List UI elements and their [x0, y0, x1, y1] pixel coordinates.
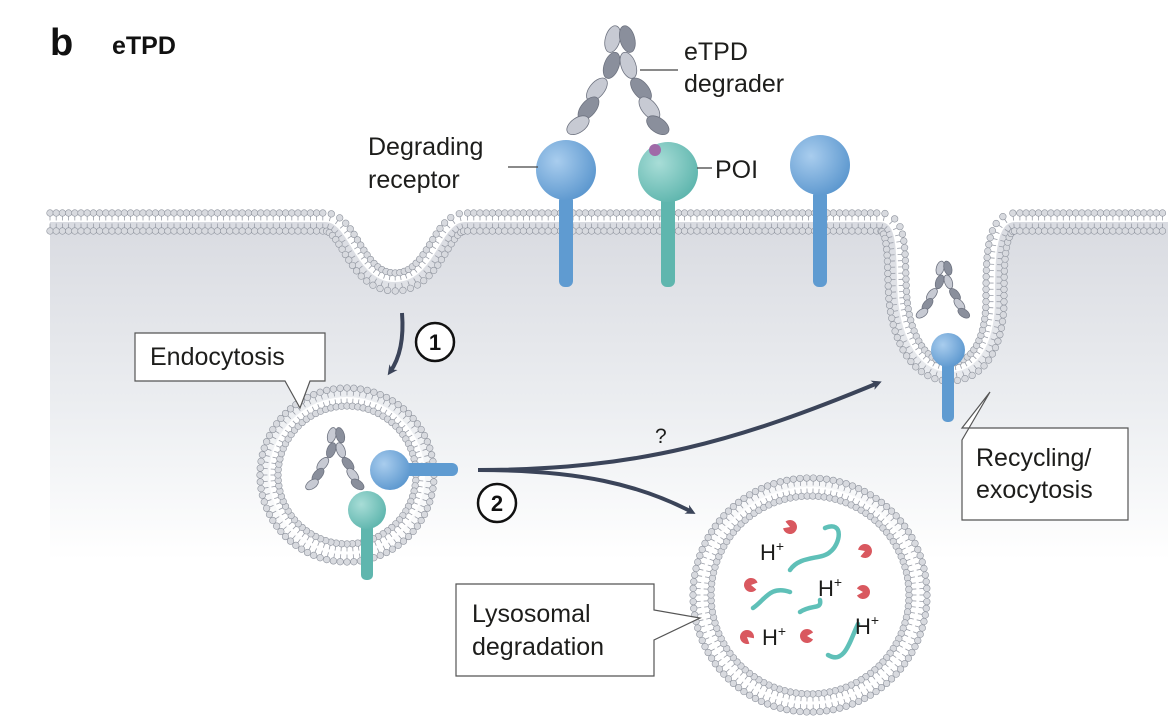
- endosome-poi: [348, 491, 386, 580]
- etpd-degrader-antibody: [566, 25, 670, 136]
- endocytosis-arrow: [387, 312, 405, 376]
- recycling-label-line1: Recycling/: [976, 444, 1091, 472]
- degrader-label-line2: degrader: [684, 70, 784, 98]
- recycling-callout: Recycling/ exocytosis: [960, 391, 1129, 521]
- proton-1: H+: [760, 538, 784, 565]
- lysosomal-label-line1: Lysosomal: [472, 600, 591, 628]
- step-1-marker: 1: [414, 321, 456, 363]
- lysosome-membrane: [689, 474, 931, 716]
- unknown-pathway-label: ?: [655, 425, 667, 448]
- degrader-label-line1: eTPD: [684, 38, 748, 66]
- receptor-label-line1: Degrading: [368, 133, 483, 161]
- svg-text:2: 2: [491, 491, 503, 516]
- endosome: [256, 384, 438, 566]
- svg-text:1: 1: [429, 330, 441, 355]
- free-receptor: [790, 135, 850, 287]
- proton-4: H+: [855, 612, 879, 639]
- lysosomal-label-line2: degradation: [472, 633, 604, 661]
- plasma-membrane: [46, 209, 1167, 385]
- degradation-arrow: [477, 468, 696, 514]
- recycling-arrow: [477, 380, 882, 472]
- step-2-marker: 2: [476, 482, 518, 524]
- panel-title: eTPD: [112, 32, 176, 60]
- degrading-receptor: [536, 140, 596, 287]
- recycling-label-line2: exocytosis: [976, 476, 1093, 504]
- lysosome-contents: [740, 520, 872, 660]
- endosome-antibody-icon: [305, 427, 365, 491]
- endocytosis-callout: Endocytosis: [134, 332, 326, 410]
- recycled-antibody-icon: [915, 260, 971, 319]
- panel-letter: b: [50, 22, 73, 64]
- svg-text:H+: H+: [855, 612, 879, 639]
- recycled-receptor: [931, 333, 965, 422]
- endosome-receptor: [370, 450, 458, 490]
- proton-3: H+: [762, 623, 786, 650]
- svg-text:H+: H+: [818, 574, 842, 601]
- proton-2: H+: [818, 574, 842, 601]
- poi-label: POI: [715, 156, 758, 184]
- poi-protein: [638, 142, 698, 287]
- receptor-label-line2: receptor: [368, 166, 460, 194]
- svg-text:H+: H+: [762, 623, 786, 650]
- lysosomal-callout: Lysosomal degradation: [455, 583, 702, 677]
- svg-text:H+: H+: [760, 538, 784, 565]
- lysosome: [689, 474, 931, 716]
- endocytosis-label: Endocytosis: [150, 343, 285, 371]
